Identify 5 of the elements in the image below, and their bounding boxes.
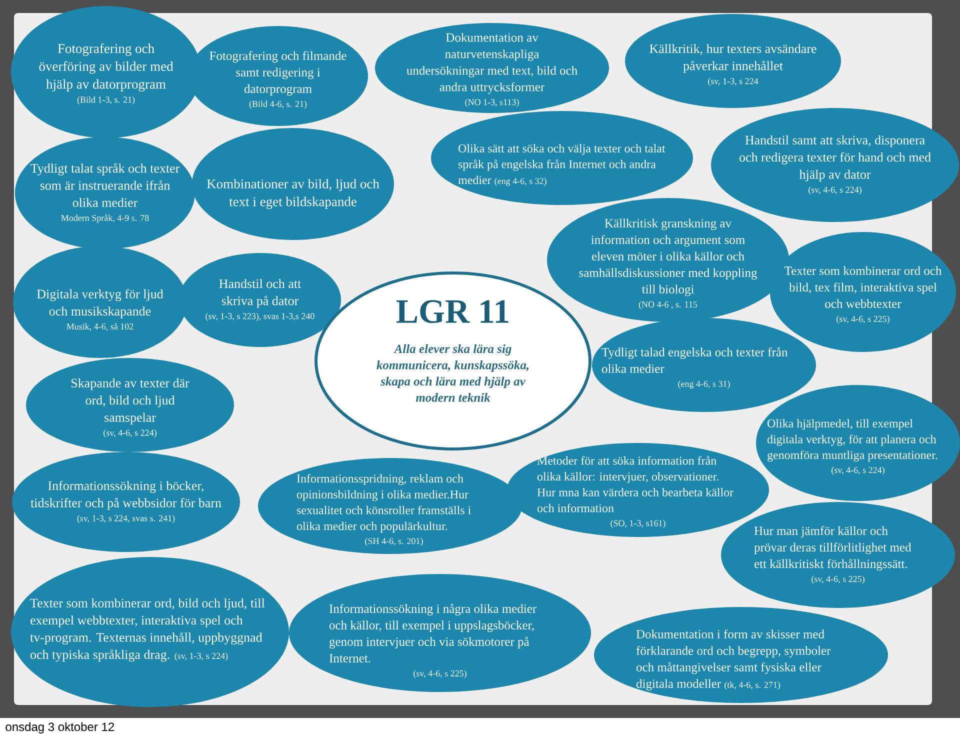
node-label: (NO 4-6 , s. 115	[638, 301, 698, 310]
date-text: onsdag 3 oktober 12	[6, 722, 114, 734]
node-label: (sv, 4-6, s 225)	[836, 316, 890, 324]
node-label: (eng 4-6, s 31)	[678, 380, 730, 389]
node-label: (SO, 1-3, s161)	[610, 520, 666, 528]
